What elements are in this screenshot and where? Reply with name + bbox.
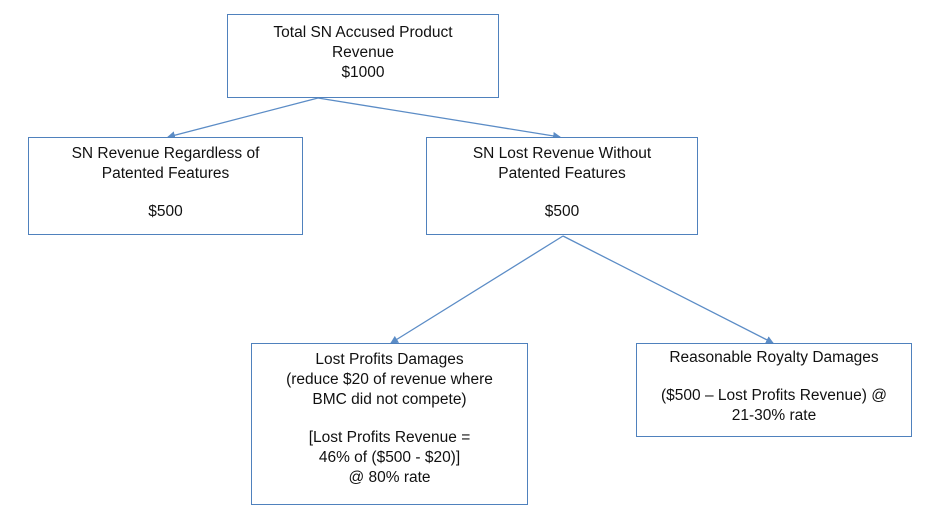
arrow-total-to-regardless: [168, 98, 318, 137]
node-total-revenue-line-1: Total SN Accused Product: [228, 23, 498, 43]
arrow-lost-revenue-to-royalty: [563, 236, 773, 343]
node-lost-profits-line-3: BMC did not compete): [252, 390, 527, 410]
node-lost-profits-detail-3: @ 80% rate: [252, 468, 527, 488]
node-total-revenue-line-2: Revenue: [228, 43, 498, 63]
node-lost-profits-detail-2: 46% of ($500 - $20)]: [252, 448, 527, 468]
node-royalty-detail-2: 21-30% rate: [637, 406, 911, 426]
arrow-total-to-lost-revenue: [318, 98, 560, 137]
arrow-lost-revenue-to-lost-profits: [391, 236, 563, 343]
node-lost-revenue-value: $500: [427, 202, 697, 222]
node-revenue-regardless-line-1: SN Revenue Regardless of: [29, 144, 302, 164]
node-lost-profits-line-2: (reduce $20 of revenue where: [252, 370, 527, 390]
node-total-revenue-value: $1000: [228, 63, 498, 83]
node-reasonable-royalty: Reasonable Royalty Damages ($500 – Lost …: [636, 343, 912, 437]
node-lost-revenue-line-2: Patented Features: [427, 164, 697, 184]
node-lost-profits-title: Lost Profits Damages: [252, 350, 527, 370]
node-revenue-regardless-value: $500: [29, 202, 302, 222]
node-total-revenue: Total SN Accused Product Revenue $1000: [227, 14, 499, 98]
node-lost-profits-detail-1: [Lost Profits Revenue =: [252, 428, 527, 448]
node-lost-profits-damages: Lost Profits Damages (reduce $20 of reve…: [251, 343, 528, 505]
node-revenue-regardless-line-2: Patented Features: [29, 164, 302, 184]
node-lost-revenue: SN Lost Revenue Without Patented Feature…: [426, 137, 698, 235]
node-royalty-title: Reasonable Royalty Damages: [637, 348, 911, 368]
node-royalty-detail-1: ($500 – Lost Profits Revenue) @: [637, 386, 911, 406]
node-revenue-regardless: SN Revenue Regardless of Patented Featur…: [28, 137, 303, 235]
node-lost-revenue-line-1: SN Lost Revenue Without: [427, 144, 697, 164]
